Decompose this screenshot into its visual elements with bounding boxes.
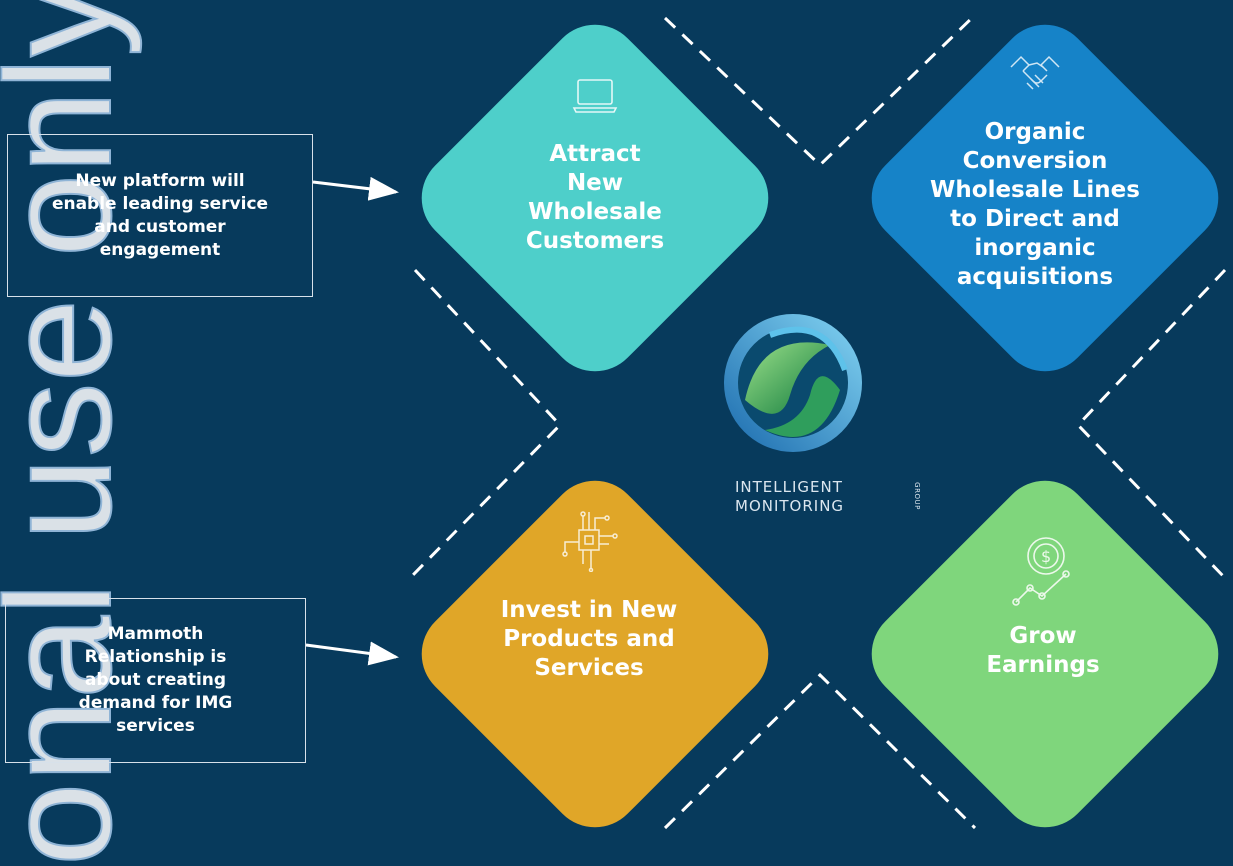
logo-mark [724,314,862,452]
logo-line-1: INTELLIGENT [735,478,843,496]
logo-group: GROUP [913,482,921,510]
dollar-growth-icon: $ [1008,534,1078,608]
svg-text:$: $ [1041,547,1051,566]
card-attract: Attract New Wholesale Customers [495,66,695,256]
diagram-connectors [305,13,1227,830]
card-title-attract: Attract New Wholesale Customers [525,141,665,254]
card-invest: Invest in New Products and Services [479,510,699,683]
arrow-platform [312,176,399,201]
card-title-grow: Grow Earnings [986,623,1100,678]
note-mammoth: Mammoth Relationship is about creating d… [5,598,306,763]
note-platform: New platform will enable leading service… [7,134,313,297]
card-grow: $ Grow Earnings [943,534,1143,680]
card-title-invest: Invest in New Products and Services [500,597,678,681]
logo-text: INTELLIGENT MONITORING [735,478,844,516]
circuit-chip-icon [557,510,621,572]
card-organic: Organic Conversion Wholesale Lines to Di… [920,48,1150,292]
card-title-organic: Organic Conversion Wholesale Lines to Di… [930,119,1140,290]
arrow-mammoth [305,641,399,666]
logo-line-2: MONITORING [735,497,845,515]
dashed-connector-bottom [663,672,977,830]
laptop-icon [572,66,618,126]
handshake-icon [1007,48,1063,108]
